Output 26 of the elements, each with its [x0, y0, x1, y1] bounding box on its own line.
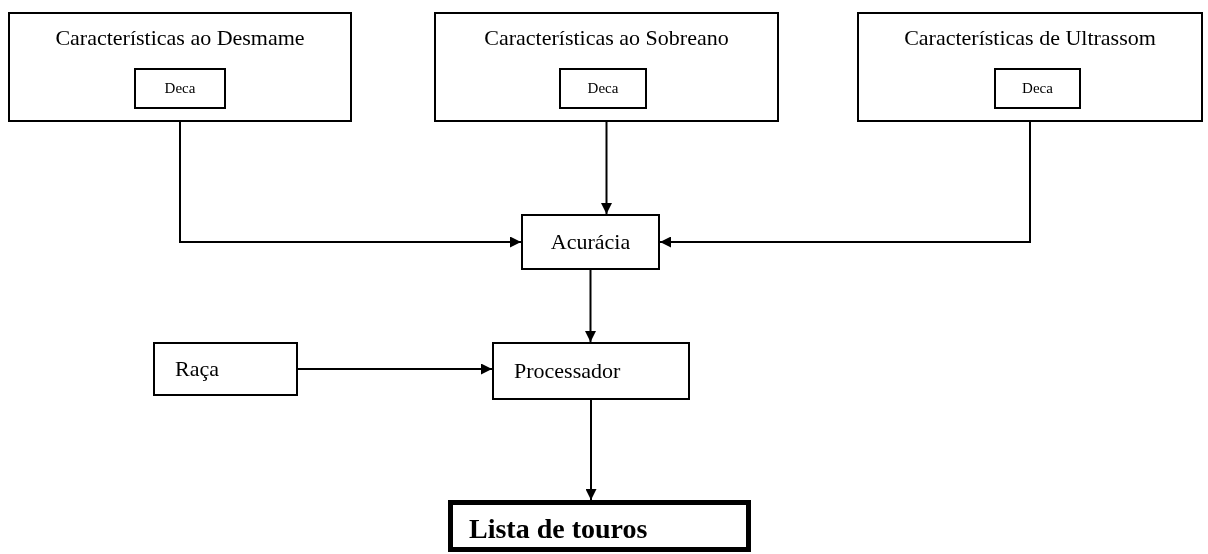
arrow	[585, 269, 596, 343]
process-box	[153, 342, 298, 396]
box-label: Características ao Desmame	[55, 24, 305, 52]
arrow	[601, 121, 612, 215]
arrow	[585, 399, 597, 501]
result-box	[448, 500, 751, 552]
box-label: Raça	[175, 355, 219, 383]
category-box	[434, 12, 779, 122]
box-label: Deca	[587, 79, 619, 98]
category-box	[857, 12, 1203, 122]
category-box	[8, 12, 352, 122]
inner-box	[134, 68, 226, 109]
box-label: Deca	[1022, 79, 1053, 98]
inner-box	[994, 68, 1081, 109]
box-label: Acurácia	[550, 228, 631, 256]
inner-box	[559, 68, 647, 109]
box-label: Características de Ultrassom	[904, 24, 1156, 52]
process-box	[492, 342, 690, 400]
box-label: Deca	[164, 79, 196, 98]
arrow	[297, 363, 493, 375]
arrow	[659, 121, 1031, 248]
box-label: Lista de touros	[469, 512, 648, 546]
arrow	[179, 121, 522, 248]
box-label: Características ao Sobreano	[484, 24, 729, 52]
box-label: Processador	[514, 357, 621, 385]
process-box	[521, 214, 660, 270]
